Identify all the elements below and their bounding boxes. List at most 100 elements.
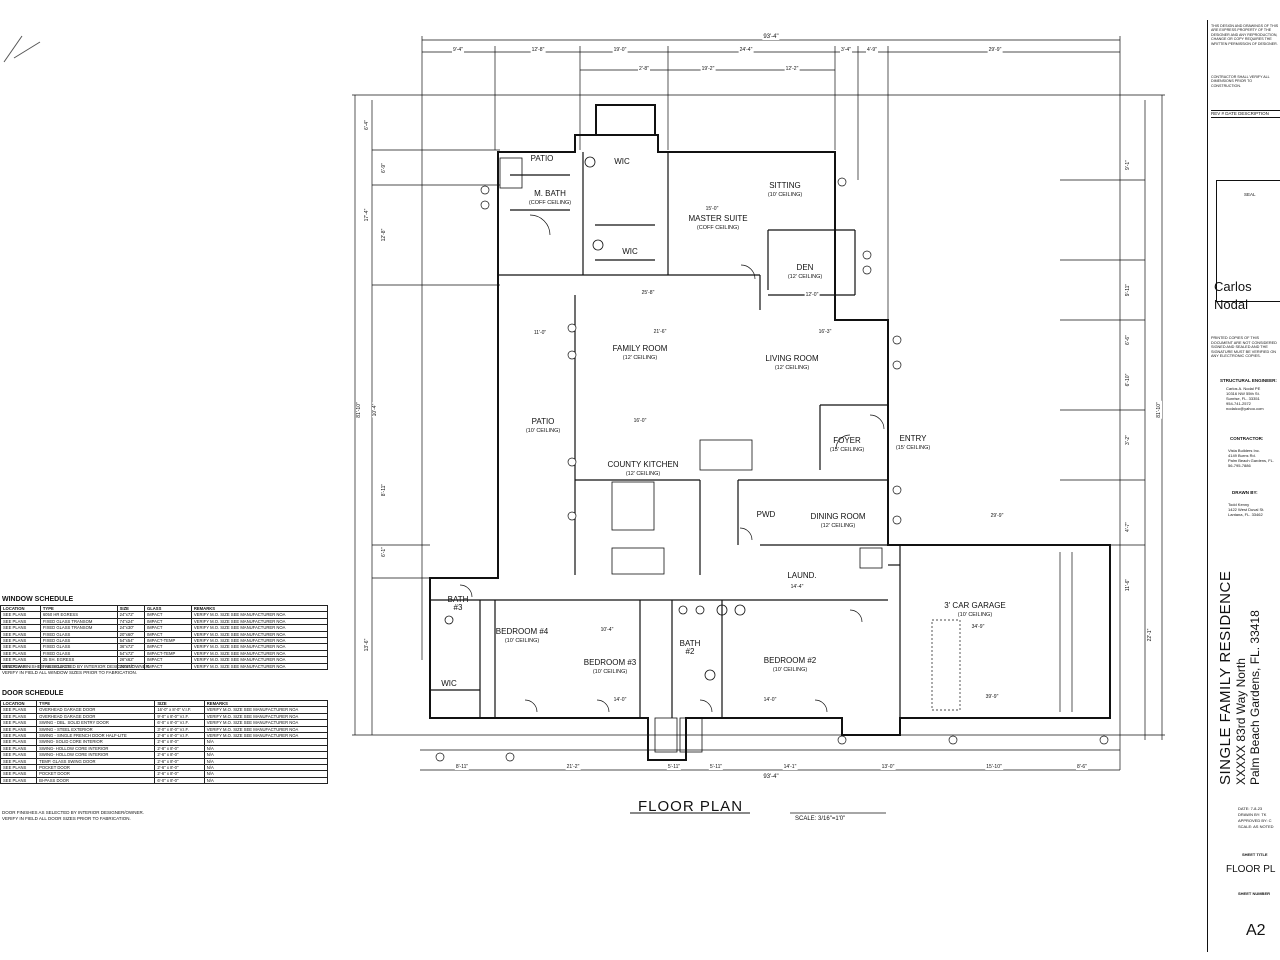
dimension-label: 22'-1" xyxy=(1147,627,1153,643)
overall-dimension-top: 93'-4" xyxy=(762,34,780,40)
room-name: BATH #3 xyxy=(447,595,469,612)
info-line: Vista Builders Inc. xyxy=(1228,448,1260,453)
room-label-sitting: SITTING(10' CEILING) xyxy=(768,182,802,199)
room-name: LAUND. xyxy=(787,571,817,580)
contractor-info: Vista Builders Inc. 4149 Burns Rd. Palm … xyxy=(1228,448,1274,468)
dimension-label: 9'-4" xyxy=(452,47,464,53)
table-cell: VERIFY M.O. SIZE SEE MANUFACTURER NOA xyxy=(190,649,329,658)
room-label-wic-3: WIC xyxy=(441,680,457,688)
copyright-note: THIS DESIGN AND DRAWINGS OF THIS ARE EXP… xyxy=(1211,24,1279,46)
table-cell: 54"x72" xyxy=(116,649,145,658)
dimension-label: 8'-11" xyxy=(381,482,387,498)
drawing-title: FLOOR PLAN xyxy=(638,798,744,815)
info-line: 1422 West Duval St. xyxy=(1228,507,1265,512)
dimension-label: 5'-11" xyxy=(708,764,724,770)
seal-label: SEAL xyxy=(1244,192,1256,197)
room-label-wic-1: WIC xyxy=(614,158,630,166)
dimension-label: 8'-6" xyxy=(1076,764,1088,770)
structural-engineer-label: STRUCTURAL ENGINEER: xyxy=(1220,378,1277,383)
room-name: WIC xyxy=(441,679,457,688)
room-name: WIC xyxy=(622,247,638,256)
room-name: SITTING xyxy=(769,181,801,190)
date-line: DATE: 7-8-23 xyxy=(1238,806,1263,811)
room-label-bedroom-3: BEDROOM #3(10' CEILING) xyxy=(584,659,636,676)
table-cell: N/A xyxy=(203,751,329,759)
dimension-label: 12'-8" xyxy=(381,227,387,243)
dimension-label: 14'-1" xyxy=(782,764,798,770)
sheet-title: FLOOR PL xyxy=(1226,864,1276,875)
info-line: 4149 Burns Rd. xyxy=(1228,453,1256,458)
table-cell: BI-PASS DOOR xyxy=(36,776,156,785)
room-ceiling: (COFF CEILING) xyxy=(528,200,572,206)
table-cell: VERIFY M.O. SIZE SEE MANUFACTURER NOA xyxy=(190,636,329,645)
table-cell: 2'-6" x 8'-0" xyxy=(154,764,205,772)
dimension-label: 11'-0" xyxy=(532,330,548,336)
note-line: DOOR FINISHES AS SELECTED BY INTERIOR DE… xyxy=(2,810,144,815)
title-underline xyxy=(630,812,886,814)
table-cell: SEE PLANS xyxy=(0,776,38,785)
table-cell: 6'-0" x 8'-0" xyxy=(154,776,205,785)
sheet-number-label: SHEET NUMBER xyxy=(1238,891,1271,896)
room-label-foyer: FOYER(15' CEILING) xyxy=(830,437,864,454)
room-name: 3' CAR GARAGE xyxy=(944,601,1006,610)
sheet-title-label: SHEET TITLE xyxy=(1242,852,1268,857)
table-cell: 26"x62" xyxy=(116,656,145,664)
table-cell: 24"x30" xyxy=(116,624,145,632)
dimension-label: 6'-9" xyxy=(381,162,387,174)
dimension-label: 16'-0" xyxy=(632,418,648,424)
room-ceiling: (12' CEILING) xyxy=(774,365,810,371)
room-label-bedroom-4: BEDROOM #4(10' CEILING) xyxy=(496,628,548,645)
dimension-label: 13'-0" xyxy=(880,764,896,770)
revision-header: REV # DATE DESCRIPTION xyxy=(1211,110,1280,118)
printed-copies-note: PRINTED COPIES OF THIS DOCUMENT ARE NOT … xyxy=(1211,336,1277,359)
dimension-label: 15'-0" xyxy=(704,206,720,212)
room-ceiling: (12' CEILING) xyxy=(820,523,856,529)
scale-line: SCALE: AS NOTED xyxy=(1238,824,1274,829)
schedule-header-cell: SIZE xyxy=(116,604,145,613)
dimension-label: 21'-6" xyxy=(652,329,668,335)
dimension-label: 24'-4" xyxy=(738,47,754,53)
table-cell: 24"x72" xyxy=(116,611,145,619)
table-cell: 74"x24" xyxy=(116,617,145,626)
dimension-label: 19'-0" xyxy=(612,47,628,53)
room-label-wic-2: WIC xyxy=(622,248,638,256)
table-cell: VERIFY M.O. SIZE SEE MANUFACTURER NOA xyxy=(203,719,329,727)
title-block: THIS DESIGN AND DRAWINGS OF THIS ARE EXP… xyxy=(1207,20,1280,952)
dimension-label: 14'-0" xyxy=(612,697,628,703)
table-cell: 2'-8" x 8'-0" V.I.F. xyxy=(154,731,205,740)
project-title: SINGLE FAMILY RESIDENCE xyxy=(1217,570,1234,785)
drawn-by-label: DRAWN BY: xyxy=(1232,490,1258,495)
structural-engineer-info: Carlos A. Nodal PE 10316 NW 55th St. Sun… xyxy=(1226,386,1264,411)
room-label-living-room: LIVING ROOM(12' CEILING) xyxy=(765,355,818,372)
room-ceiling: (12' CEILING) xyxy=(622,355,658,361)
door-schedule-title: DOOR SCHEDULE xyxy=(2,690,64,697)
table-cell: 3'-0" x 8'-0" V.I.F. xyxy=(154,725,205,734)
dimension-label: 12'-0" xyxy=(804,292,820,298)
info-line: Lantana, FL. 33462 xyxy=(1228,512,1263,517)
dimension-label: 39'-9" xyxy=(984,694,1000,700)
sheet-number: A2 xyxy=(1246,922,1266,939)
room-name: BEDROOM #2 xyxy=(763,656,817,665)
door-schedule-notes: DOOR FINISHES AS SELECTED BY INTERIOR DE… xyxy=(2,810,144,822)
note-line: VERIFY IN FIELD ALL WINDOW SIZES PRIOR T… xyxy=(2,670,138,675)
signature-name: Carlos Nodal xyxy=(1214,279,1252,312)
table-cell: VERIFY M.O. SIZE SEE MANUFACTURER NOA xyxy=(203,731,329,740)
room-name: BEDROOM #4 xyxy=(495,627,549,636)
dimension-label: 12'-2" xyxy=(784,66,800,72)
room-name: PWD xyxy=(756,510,776,519)
info-line: Carlos A. Nodal PE xyxy=(1226,386,1261,391)
room-name: BEDROOM #3 xyxy=(583,658,637,667)
room-name: PATIO xyxy=(531,417,555,426)
window-schedule-notes: WINDOW FINISHES AS SELECTED BY INTERIOR … xyxy=(2,664,150,676)
room-ceiling: (15' CEILING) xyxy=(829,447,865,453)
dimension-label: 19'-2" xyxy=(700,66,716,72)
